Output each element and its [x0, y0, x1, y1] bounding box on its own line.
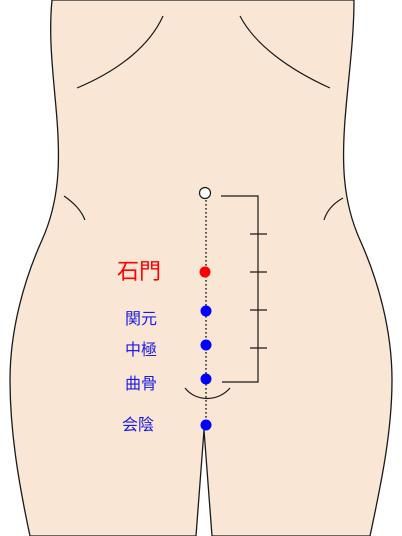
pubic-arc — [184, 387, 231, 400]
label-chukyoku: 中極 — [125, 340, 158, 359]
point-marker-ein — [200, 419, 212, 431]
point-marker-sekimon — [199, 266, 211, 278]
label-kyokkotsu: 曲骨 — [125, 374, 158, 393]
torso-silhouette — [9, 0, 393, 536]
right-hip-crease — [323, 197, 344, 221]
point-marker-top — [198, 186, 212, 200]
point-marker-chukyoku — [200, 339, 212, 351]
left-hip-crease — [63, 195, 86, 221]
label-ein: 会陰 — [122, 415, 155, 434]
point-marker-kyokkotsu — [200, 373, 212, 385]
point-marker-kangen — [200, 305, 212, 317]
label-kangen: 関元 — [125, 309, 158, 328]
right-rib-line — [239, 15, 331, 89]
measure-bracket — [221, 195, 259, 383]
left-rib-line — [76, 15, 164, 89]
label-sekimon: 石門 — [117, 260, 162, 285]
